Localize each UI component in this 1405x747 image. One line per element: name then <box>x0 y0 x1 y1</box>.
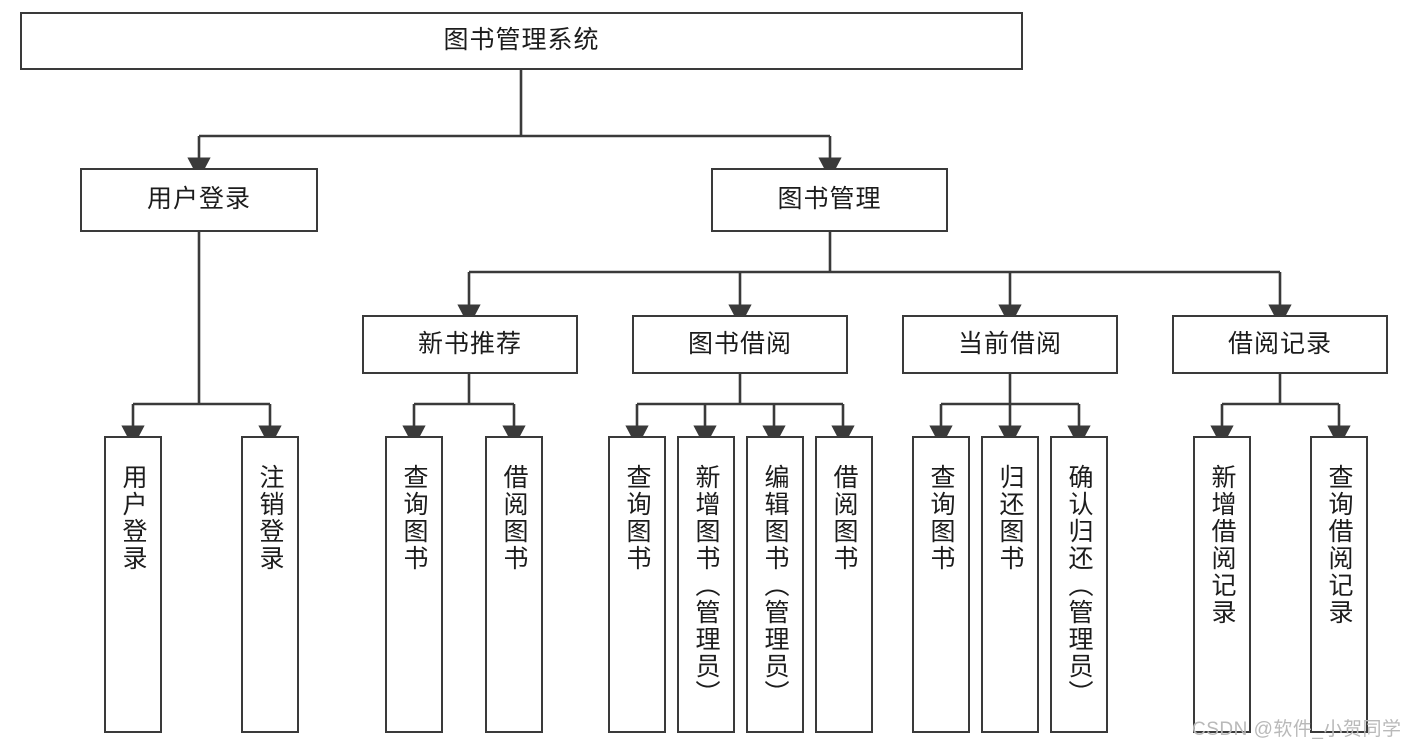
leaf-recommend-query-book[interactable]: 查询图书 <box>385 436 443 733</box>
leaf-current-confirm-return-admin[interactable]: 确认归还（管理员） <box>1050 436 1108 733</box>
node-label: 图书借阅 <box>687 329 792 358</box>
node-label: 查询图书 <box>623 464 651 572</box>
node-label: 借阅图书 <box>830 464 858 572</box>
node-label: 新增图书（管理员） <box>692 464 720 707</box>
csdn-watermark: CSDN @软件_小贺同学 <box>1192 719 1402 740</box>
node-borrow-record[interactable]: 借阅记录 <box>1172 315 1388 374</box>
node-label: 编辑图书（管理员） <box>761 464 789 707</box>
node-label: 确认归还（管理员） <box>1065 464 1093 707</box>
node-user-login[interactable]: 用户登录 <box>80 168 318 232</box>
leaf-borrow-query-book[interactable]: 查询图书 <box>608 436 666 733</box>
leaf-borrow-edit-book-admin[interactable]: 编辑图书（管理员） <box>746 436 804 733</box>
leaf-borrow-borrow-book[interactable]: 借阅图书 <box>815 436 873 733</box>
node-label: 借阅图书 <box>500 464 528 572</box>
node-label: 当前借阅 <box>957 329 1062 358</box>
node-label: 图书管理系统 <box>443 26 600 55</box>
node-root-system[interactable]: 图书管理系统 <box>20 12 1023 70</box>
node-book-management[interactable]: 图书管理 <box>711 168 948 232</box>
leaf-current-return-book[interactable]: 归还图书 <box>981 436 1039 733</box>
node-new-book-recommend[interactable]: 新书推荐 <box>362 315 578 374</box>
node-label: 新增借阅记录 <box>1208 464 1236 626</box>
leaf-user-login-logout[interactable]: 注销登录 <box>241 436 299 733</box>
node-current-borrow[interactable]: 当前借阅 <box>902 315 1118 374</box>
node-label: 注销登录 <box>256 464 284 572</box>
leaf-borrow-add-book-admin[interactable]: 新增图书（管理员） <box>677 436 735 733</box>
leaf-current-query-book[interactable]: 查询图书 <box>912 436 970 733</box>
leaf-recommend-borrow-book[interactable]: 借阅图书 <box>485 436 543 733</box>
leaf-user-login-login[interactable]: 用户登录 <box>104 436 162 733</box>
node-label: 查询图书 <box>400 464 428 572</box>
node-label: 查询借阅记录 <box>1325 464 1353 626</box>
node-book-borrow[interactable]: 图书借阅 <box>632 315 848 374</box>
node-label: 用户登录 <box>146 185 251 214</box>
node-label: 新书推荐 <box>417 329 522 358</box>
leaf-record-add-record[interactable]: 新增借阅记录 <box>1193 436 1251 733</box>
leaf-record-query-record[interactable]: 查询借阅记录 <box>1310 436 1368 733</box>
node-label: 归还图书 <box>996 464 1024 572</box>
node-label: 借阅记录 <box>1227 329 1332 358</box>
node-label: 用户登录 <box>119 464 147 572</box>
node-label: 查询图书 <box>927 464 955 572</box>
node-label: 图书管理 <box>777 185 882 214</box>
